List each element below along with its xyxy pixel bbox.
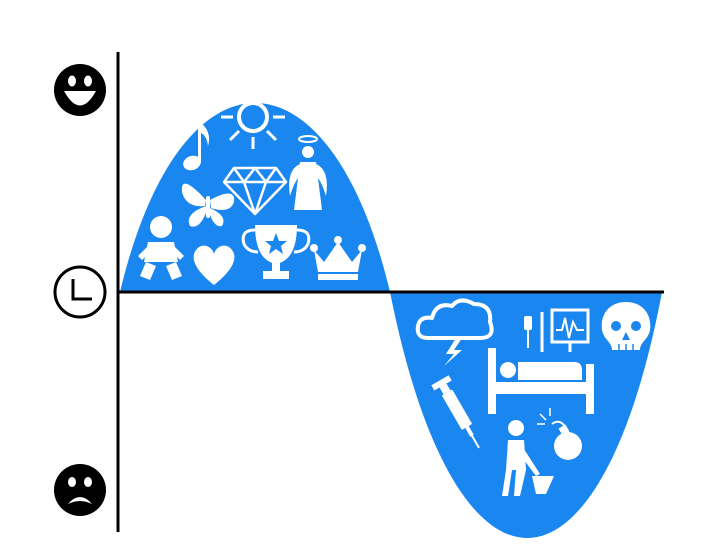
clock-icon	[53, 265, 107, 319]
butterfly-icon	[181, 183, 235, 227]
baby-icon	[138, 216, 184, 280]
sad-face-icon	[54, 464, 106, 516]
crown-icon	[310, 236, 366, 280]
grave-digger-icon	[502, 420, 554, 496]
sun-icon	[221, 85, 285, 149]
bomb-icon	[537, 408, 582, 460]
diamond-icon	[222, 166, 288, 216]
hospital-bed-icon	[488, 348, 594, 414]
heart-monitor-icon	[550, 308, 590, 352]
happy-face-icon	[54, 64, 106, 116]
iv-drip-icon	[524, 312, 544, 352]
syringe-icon	[431, 375, 480, 449]
music-note-icon	[183, 123, 210, 171]
heart-icon	[193, 245, 235, 285]
storm-cloud-icon	[415, 298, 494, 366]
angel-icon	[289, 135, 327, 210]
skull-icon	[601, 302, 651, 350]
trophy-icon	[241, 225, 311, 279]
wave-positive-lobe	[120, 103, 390, 292]
